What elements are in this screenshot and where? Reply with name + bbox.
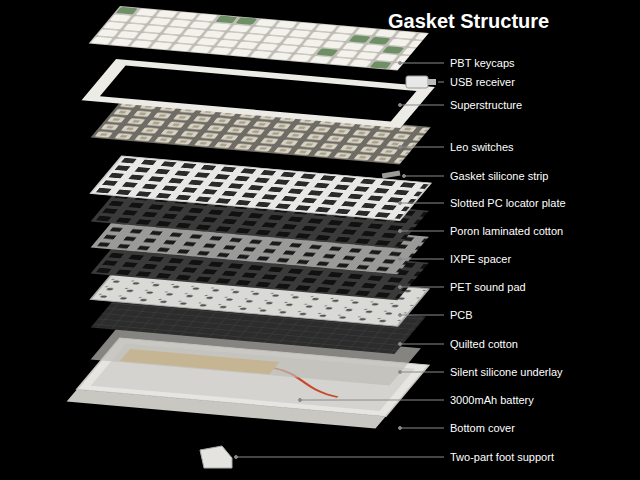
- part-label: Bottom cover: [450, 421, 515, 435]
- part-label: USB receiver: [450, 75, 515, 89]
- part-label: Poron laminated cotton: [450, 224, 563, 238]
- part-label: PET sound pad: [450, 280, 526, 294]
- part-label: Leo switches: [450, 140, 514, 154]
- part-label: Superstructure: [450, 98, 522, 112]
- part-label: IXPE spacer: [450, 252, 511, 266]
- part-label: Slotted PC locator plate: [450, 196, 566, 210]
- part-label: Gasket silicone strip: [450, 169, 548, 183]
- part-label: 3000mAh battery: [450, 393, 534, 407]
- part-label: Two-part foot support: [450, 450, 554, 464]
- part-label: Quilted cotton: [450, 337, 518, 351]
- part-label: PCB: [450, 308, 473, 322]
- diagram-title: Gasket Structure: [388, 10, 549, 33]
- part-label: Silent silicone underlay: [450, 365, 563, 379]
- part-label: PBT keycaps: [450, 56, 515, 70]
